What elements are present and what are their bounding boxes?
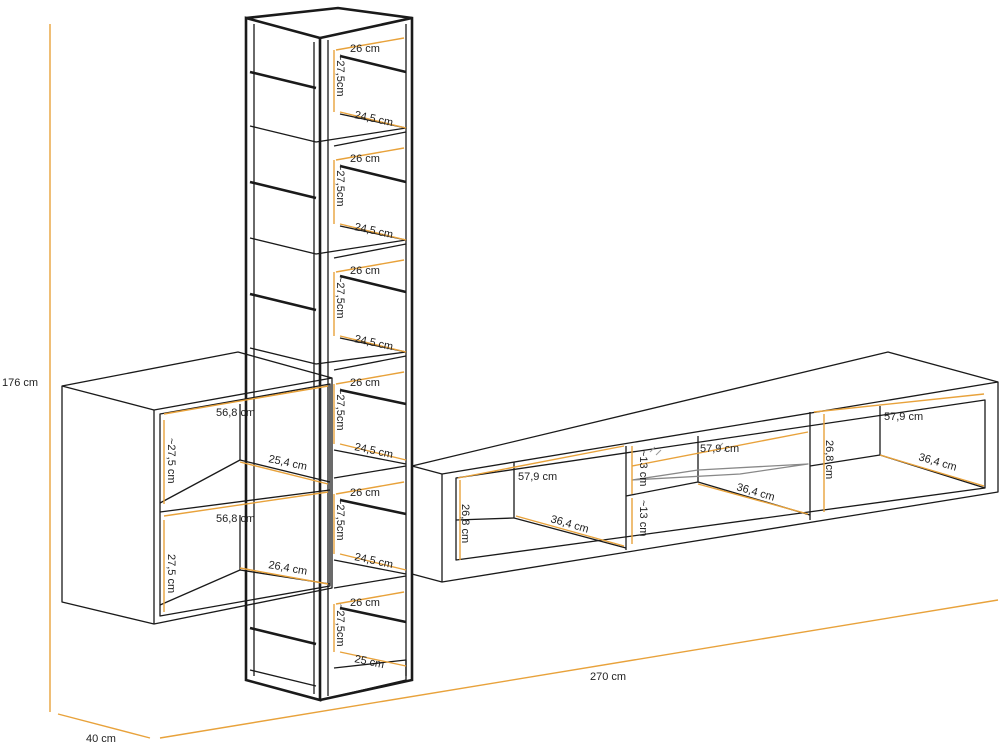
tv-height-label-1: 26,8 cm — [459, 504, 471, 543]
tower-width-label-1: 26 cm — [350, 43, 380, 55]
tower-height-label-1: ~27,5cm — [334, 54, 346, 97]
tower-width-label-3: 26 cm — [350, 265, 380, 277]
tower-width-label-2: 26 cm — [350, 153, 380, 165]
tv-glass-height-bottom: ~13 cm — [637, 500, 649, 536]
tv-board — [411, 351, 999, 583]
overall-depth-label: 40 cm — [86, 733, 116, 744]
overall-width-label: 270 cm — [590, 671, 626, 683]
cabinet-height-label-top: ~27,5 cm — [165, 438, 177, 484]
tv-height-label-2: 26,8 cm — [823, 440, 835, 479]
tall-shelf — [244, 6, 414, 702]
tower-height-label-4: ~27,5cm — [334, 388, 346, 431]
cabinet-width-label-top: 56,8 cm — [216, 407, 255, 419]
tv-width-label-2: 57,9 cm — [700, 443, 739, 455]
overall-height-label: 176 cm — [2, 377, 38, 389]
tower-height-label-5: ~27,5cm — [334, 498, 346, 541]
tower-width-label-4: 26 cm — [350, 377, 380, 389]
tv-width-label-3: 57,9 cm — [884, 411, 923, 423]
tower-height-label-3: ~27,5cm — [334, 276, 346, 319]
tv-width-label-1: 57,9 cm — [518, 471, 557, 483]
tower-height-label-6: ~27,5cm — [334, 604, 346, 647]
tower-width-label-6: 26 cm — [350, 597, 380, 609]
tv-depth-label-3: 36,4 cm — [917, 451, 958, 473]
tower-depth-label-1: 24,5 cm — [353, 109, 394, 129]
tower-depth-label-2: 24,5 cm — [353, 221, 394, 241]
tower-depth-label-3: 24,5 cm — [353, 333, 394, 353]
dimension-lines — [49, 24, 999, 739]
tower-width-label-5: 26 cm — [350, 487, 380, 499]
cabinet-height-label-bottom: 27,5 cm — [165, 554, 177, 593]
tower-depth-label-6: 25 cm — [353, 653, 385, 671]
tv-glass-height-top: ~13 cm — [637, 450, 649, 486]
cabinet-width-label-bottom: 56,8 cm — [216, 513, 255, 525]
tower-height-label-2: ~27,5cm — [334, 164, 346, 207]
dimension-labels: 176 cm 40 cm 270 cm 26 cm 26 cm 26 cm 26… — [2, 43, 958, 744]
